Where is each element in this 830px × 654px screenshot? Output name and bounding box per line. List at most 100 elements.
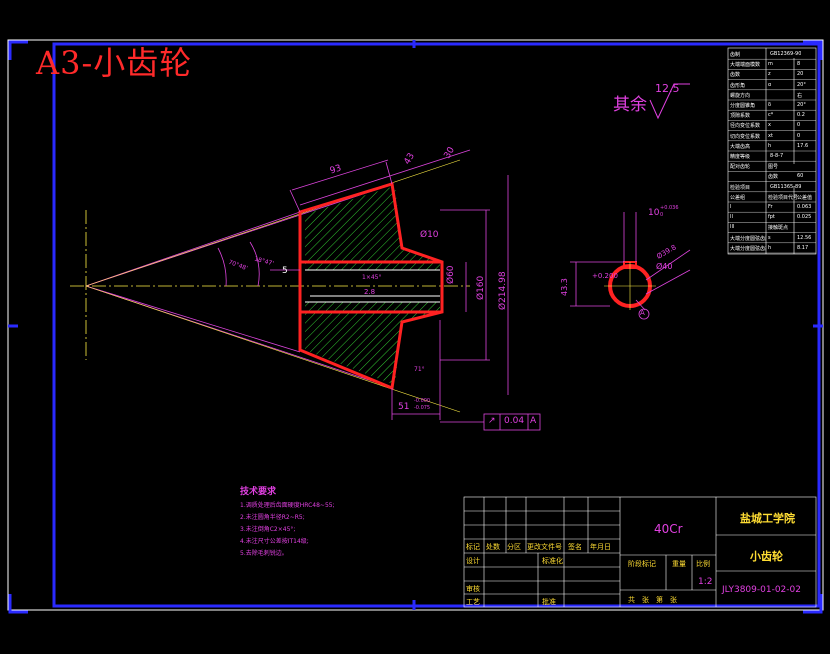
params-cell: h	[768, 244, 772, 251]
tech-requirements-title: 技术要求	[240, 487, 277, 497]
label-stage: 阶段标记	[628, 560, 656, 568]
params-cell: Fr	[768, 204, 773, 210]
corner-marks	[8, 40, 823, 614]
dim-dia214: Ø214.98	[498, 271, 508, 310]
params-cell: h	[768, 142, 772, 149]
section-lower-hatch	[305, 302, 440, 385]
params-cell: 顶隙系数	[730, 113, 751, 120]
params-cell: 17.6	[797, 142, 809, 149]
dim-51-tol-lower: -0.075	[414, 405, 431, 411]
params-cell: 20°	[797, 102, 806, 108]
dimension-lines	[217, 159, 509, 420]
tech-line: 4.未注尺寸公差按IT14级;	[240, 538, 309, 545]
gdt-frame	[440, 413, 541, 431]
params-cell: 20°	[797, 81, 806, 88]
params-cell: 齿数	[768, 174, 779, 181]
label-sheets: 共 张 第 张	[628, 596, 677, 604]
label-ratio: 比例	[696, 560, 710, 568]
inner-border	[52, 42, 821, 608]
params-cell: 图号	[768, 164, 779, 171]
hdr-zone: 分区	[507, 543, 521, 551]
params-cell: GB11365-89	[770, 183, 802, 190]
label-design: 设计	[466, 557, 480, 565]
params-cell: 接触斑点	[768, 225, 789, 232]
params-cell: 大端分度圆弦齿高	[730, 245, 766, 252]
title-block-grid	[463, 496, 817, 608]
dim-5: 5	[282, 266, 288, 276]
params-cell: 12.56	[797, 234, 812, 241]
datum-label: A	[640, 309, 645, 317]
dim-hole-tol: +0.200	[592, 272, 618, 280]
params-cell: 0.063	[797, 204, 812, 210]
dim-chamfer2: 2.8	[364, 288, 376, 296]
dim-hole: 43.3	[560, 278, 569, 296]
params-cell: c*	[768, 112, 774, 119]
params-cell: α	[768, 81, 772, 88]
label-approve: 批准	[542, 598, 556, 606]
params-cell: 8-8-7	[770, 153, 784, 159]
params-cell: II	[730, 214, 733, 221]
dim-key-tol: +0.036	[660, 205, 679, 211]
params-cell: 0.025	[797, 214, 812, 221]
params-cell: 右	[797, 92, 803, 99]
hdr-sign: 签名	[568, 543, 582, 551]
roughness-symbol	[649, 83, 690, 120]
params-cell: fpt	[768, 214, 775, 221]
gdt-symbol: ↗	[488, 416, 496, 426]
gdt-datum: A	[530, 416, 537, 426]
params-cell: x	[768, 122, 771, 129]
params-cell: 切向变位系数	[730, 133, 761, 140]
dim-r10: Ø10	[420, 230, 439, 240]
scale: 1:2	[698, 577, 713, 587]
section-upper-hatch	[305, 186, 440, 270]
params-cell: 8.17	[797, 244, 809, 251]
roughness-value: 12.5	[655, 82, 680, 95]
label-weight: 重量	[672, 560, 686, 568]
outer-frame	[7, 39, 824, 611]
drawing-title: A3-小齿轮	[36, 44, 193, 82]
dim-ring1: Ø40	[656, 262, 673, 271]
params-cell: 20	[797, 71, 804, 78]
params-cell: 检验项目	[730, 184, 751, 191]
end-view	[570, 212, 691, 320]
params-cell: z	[768, 71, 771, 78]
pitch-lines	[85, 159, 461, 413]
material: 40Cr	[654, 522, 683, 536]
params-cell: 精度等级	[730, 154, 751, 160]
hdr-change: 更改文件号	[527, 543, 562, 551]
params-cell: 齿形角	[730, 82, 746, 89]
params-cell: δ	[768, 102, 772, 108]
params-cell: 大端齿高	[730, 143, 751, 150]
hdr-date: 年月日	[590, 543, 611, 551]
params-cell: 大端端面模数	[730, 62, 761, 69]
bore-lines	[305, 269, 440, 303]
roughness-label: 其余	[613, 95, 647, 115]
label-review: 审核	[466, 585, 480, 593]
params-cell: m	[768, 61, 773, 68]
school-name: 盐城工学院	[740, 512, 795, 525]
tech-line: 1.调质处理后齿面硬度HRC48~55;	[240, 502, 335, 509]
drawing-number: JLY3809-01-02-02	[722, 585, 801, 595]
hdr-count: 处数	[486, 543, 500, 551]
params-cell: 大端分度圆弦齿厚	[730, 235, 766, 242]
hdr-mark: 标记	[466, 543, 480, 551]
params-cell: 8	[797, 61, 801, 68]
gdt-value: 0.04	[504, 416, 525, 426]
params-cell: I	[730, 204, 732, 210]
dim-angle3: 71°	[414, 366, 425, 373]
tech-line: 3.未注倒角C2×45°;	[240, 526, 296, 533]
label-craft: 工艺	[466, 598, 480, 606]
params-cell: 齿制	[730, 52, 741, 58]
params-cell: 公差值	[797, 194, 813, 201]
params-cell: 分度圆锥角	[730, 103, 756, 109]
params-cell: s	[768, 234, 771, 241]
dim-51: 51	[398, 402, 410, 412]
dim-chamfer1: 1×45°	[362, 274, 382, 281]
dim-key-tol2: 0	[660, 212, 664, 218]
params-cell: 0	[797, 132, 801, 139]
params-cell: 齿数	[730, 72, 741, 79]
params-cell: 0.2	[797, 112, 805, 119]
params-cell: 60	[797, 173, 804, 180]
